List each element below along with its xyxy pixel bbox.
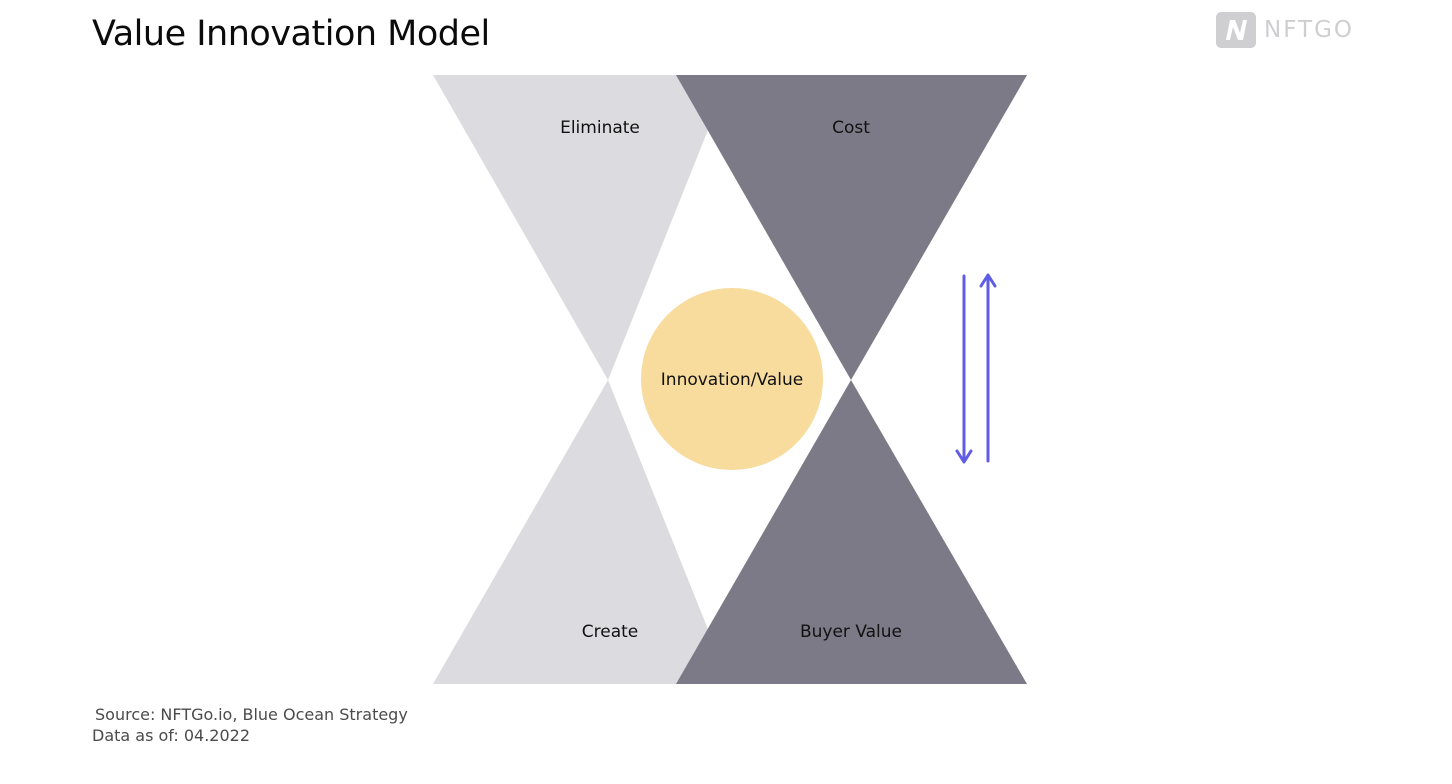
footer: Source: NFTGo.io, Blue Ocean Strategy Da… (92, 704, 408, 746)
nftgo-logo-icon (1216, 12, 1256, 48)
source-note: Source: NFTGo.io, Blue Ocean Strategy (95, 705, 408, 724)
create-triangle (433, 380, 730, 684)
logo: NFTGO (1216, 12, 1354, 48)
buyer-value-triangle (676, 380, 1027, 684)
eliminate-triangle (433, 75, 730, 380)
data-date-note: Data as of: 04.2022 (92, 726, 251, 745)
arrow-down-icon (955, 274, 973, 464)
label-cost: Cost (832, 118, 870, 138)
label-buyer-value: Buyer Value (800, 622, 902, 642)
innovation-value-circle (641, 288, 823, 470)
arrow-up-icon (979, 273, 997, 463)
label-innovation-value: Innovation/Value (661, 370, 803, 390)
logo-text: NFTGO (1264, 17, 1355, 43)
label-eliminate: Eliminate (560, 118, 640, 138)
page-title: Value Innovation Model (92, 14, 490, 54)
label-create: Create (582, 622, 639, 642)
cost-triangle (676, 75, 1027, 380)
